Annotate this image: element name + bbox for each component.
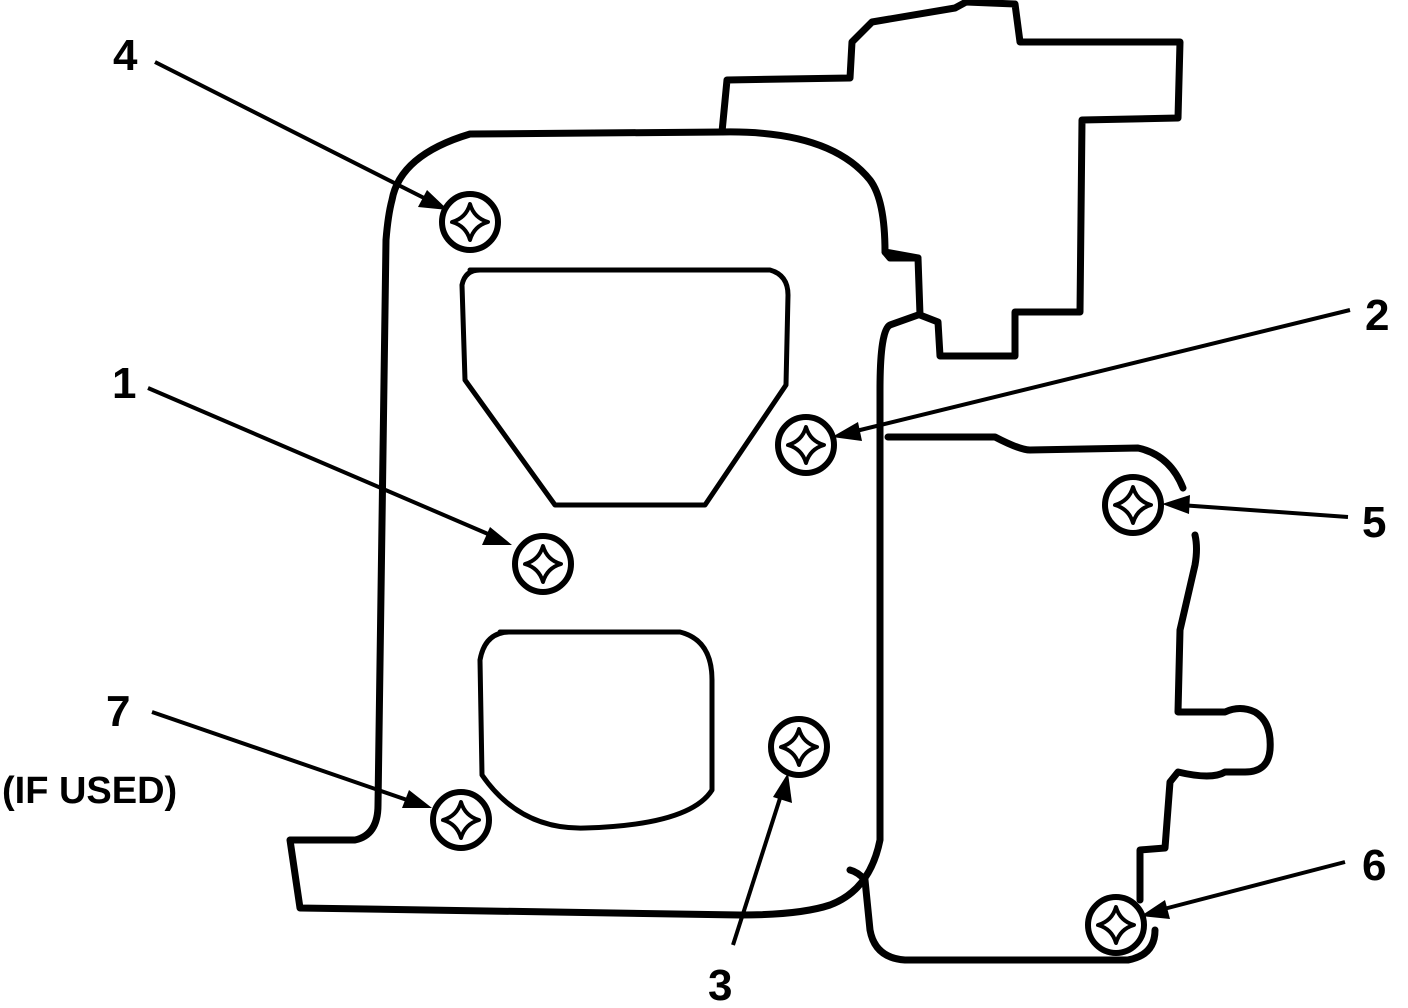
if-used-note: (IF USED) [2,770,177,812]
callout-1: 1 [112,359,136,408]
callout-5: 5 [1362,498,1386,547]
screw-5 [1105,477,1161,533]
upper-housing-outline [718,0,1184,360]
side-cover-outline [846,433,1274,964]
leader-1 [147,386,512,545]
upper-port-opening [459,267,791,508]
screw-3 [771,719,827,775]
screw-2 [778,417,834,473]
leader-3 [731,773,792,946]
leader-5 [1162,495,1349,519]
screw-4 [442,194,498,250]
leader-6 [1141,860,1346,919]
screw-7 [433,792,489,848]
leader-2 [832,308,1351,441]
callout-7: 7 [106,687,130,736]
main-plate-outline [286,128,922,919]
screw-1 [515,536,571,592]
callout-2: 2 [1365,291,1389,340]
lower-port-opening [477,629,715,831]
leader-7 [151,710,432,808]
screw-6 [1088,897,1144,953]
callout-6: 6 [1362,841,1386,890]
callout-3: 3 [708,961,732,1008]
leader-4 [154,60,448,210]
callout-4: 4 [113,31,138,80]
